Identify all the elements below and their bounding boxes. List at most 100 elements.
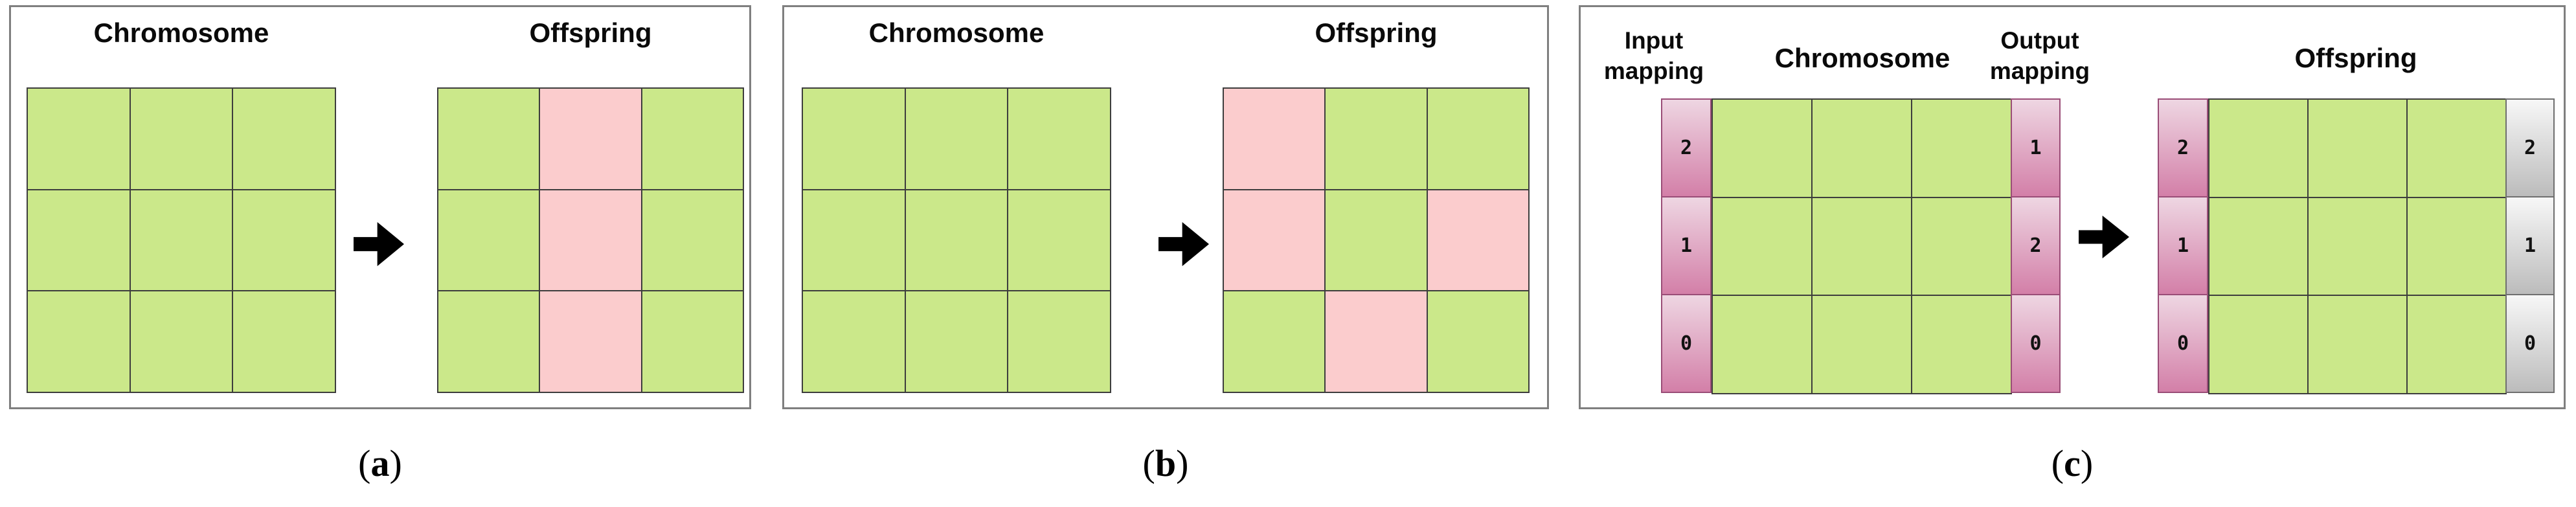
gene-cell — [2209, 99, 2308, 197]
mapping-value-cell: 0 — [2011, 294, 2061, 393]
gene-cell — [232, 88, 335, 190]
gene-cell — [802, 189, 905, 291]
mapping-value-cell: 1 — [2011, 98, 2061, 197]
mapping-value-cell: 2 — [2011, 196, 2061, 295]
gene-cell — [1712, 99, 1812, 197]
gene-cell — [2308, 295, 2407, 394]
chromosome-title: Chromosome — [1774, 43, 1950, 73]
offspring-grid — [437, 87, 744, 393]
gene-cell — [2407, 99, 2506, 197]
mapping-value-cell: 2 — [1661, 98, 1712, 197]
chromosome-grid — [802, 87, 1111, 393]
panel-c: Input mapping Chromosome Output mapping … — [1579, 5, 2566, 409]
gene-cell — [232, 189, 335, 291]
mapping-value-cell: 1 — [1661, 196, 1712, 295]
chromosome-grid — [27, 87, 336, 393]
gene-cell-mutated — [1427, 189, 1529, 291]
gene-cell-mutated — [1325, 291, 1427, 392]
gene-cell — [438, 291, 540, 392]
offspring-title: Offspring — [2294, 43, 2417, 73]
caption-open-paren: ( — [358, 442, 371, 484]
chromosome-grid — [1712, 98, 2012, 394]
gene-cell-mutated — [1223, 88, 1326, 190]
mapping-value-cell: 2 — [2505, 98, 2555, 197]
gene-cell — [27, 88, 130, 190]
gene-cell — [438, 88, 540, 190]
gene-cell — [232, 291, 335, 392]
gene-cell — [905, 189, 1008, 291]
caption-letter: b — [1155, 442, 1177, 484]
offspring-title: Offspring — [529, 17, 652, 48]
gene-cell — [1812, 99, 1912, 197]
gene-cell — [802, 291, 905, 392]
caption-a: (a) — [283, 442, 477, 485]
gene-cell — [1325, 189, 1427, 291]
gene-cell — [1325, 88, 1427, 190]
caption-close-paren: ) — [389, 442, 402, 484]
mapping-value-cell: 1 — [2505, 196, 2555, 295]
gene-cell — [130, 88, 233, 190]
mutation-arrow-icon — [354, 222, 404, 266]
gene-cell — [641, 189, 743, 291]
caption-c: (c) — [1975, 442, 2169, 485]
gene-cell — [1008, 291, 1111, 392]
input-mapping-header: Input mapping — [1603, 27, 1704, 84]
gene-cell — [1223, 291, 1326, 392]
gene-cell — [27, 189, 130, 291]
mutation-arrow-icon — [1158, 222, 1209, 266]
caption-close-paren: ) — [1176, 442, 1189, 484]
gene-cell — [641, 291, 743, 392]
mapping-value-cell: 0 — [2505, 294, 2555, 393]
gene-cell — [1912, 197, 2011, 296]
gene-cell — [1427, 88, 1529, 190]
gene-cell — [641, 88, 743, 190]
gene-cell-mutated — [539, 189, 642, 291]
mapping-value-cell: 2 — [2158, 98, 2208, 197]
offspring-title: Offspring — [1315, 17, 1438, 48]
gene-cell — [1427, 291, 1529, 392]
chromosome-title: Chromosome — [93, 17, 269, 48]
caption-open-paren: ( — [2051, 442, 2064, 484]
mutation-arrow-icon — [2079, 216, 2129, 258]
gene-cell — [1712, 295, 1812, 394]
caption-b: (b) — [1068, 442, 1263, 485]
gene-cell — [130, 291, 233, 392]
gene-cell — [1008, 189, 1111, 291]
gene-cell — [2209, 197, 2308, 296]
gene-cell — [2209, 295, 2308, 394]
mapping-value-cell: 0 — [2158, 294, 2208, 393]
caption-close-paren: ) — [2080, 442, 2094, 484]
gene-cell-mutated — [539, 291, 642, 392]
gene-cell — [1912, 99, 2011, 197]
gene-cell — [27, 291, 130, 392]
gene-cell — [2407, 295, 2506, 394]
gene-cell-mutated — [539, 88, 642, 190]
gene-cell — [130, 189, 233, 291]
caption-open-paren: ( — [1142, 442, 1155, 484]
gene-cell — [1812, 197, 1912, 296]
gene-cell — [1008, 88, 1111, 190]
gene-cell — [1712, 197, 1812, 296]
output-mapping-header: Output mapping — [1989, 27, 2090, 84]
panel-b: Chromosome Offspring — [782, 5, 1549, 409]
mapping-value-cell: 0 — [1661, 294, 1712, 393]
gene-cell — [1812, 295, 1912, 394]
gene-cell — [1912, 295, 2011, 394]
gene-cell — [905, 88, 1008, 190]
offspring-grid — [2208, 98, 2507, 394]
gene-cell — [2407, 197, 2506, 296]
gene-cell-mutated — [1223, 189, 1326, 291]
mapping-value-cell: 1 — [2158, 196, 2208, 295]
gene-cell — [2308, 99, 2407, 197]
gene-cell — [905, 291, 1008, 392]
caption-letter: a — [370, 442, 390, 484]
offspring-grid — [1223, 87, 1530, 393]
panel-a: Chromosome Offspring — [9, 5, 751, 409]
caption-letter: c — [2064, 442, 2081, 484]
chromosome-title: Chromosome — [868, 17, 1045, 48]
